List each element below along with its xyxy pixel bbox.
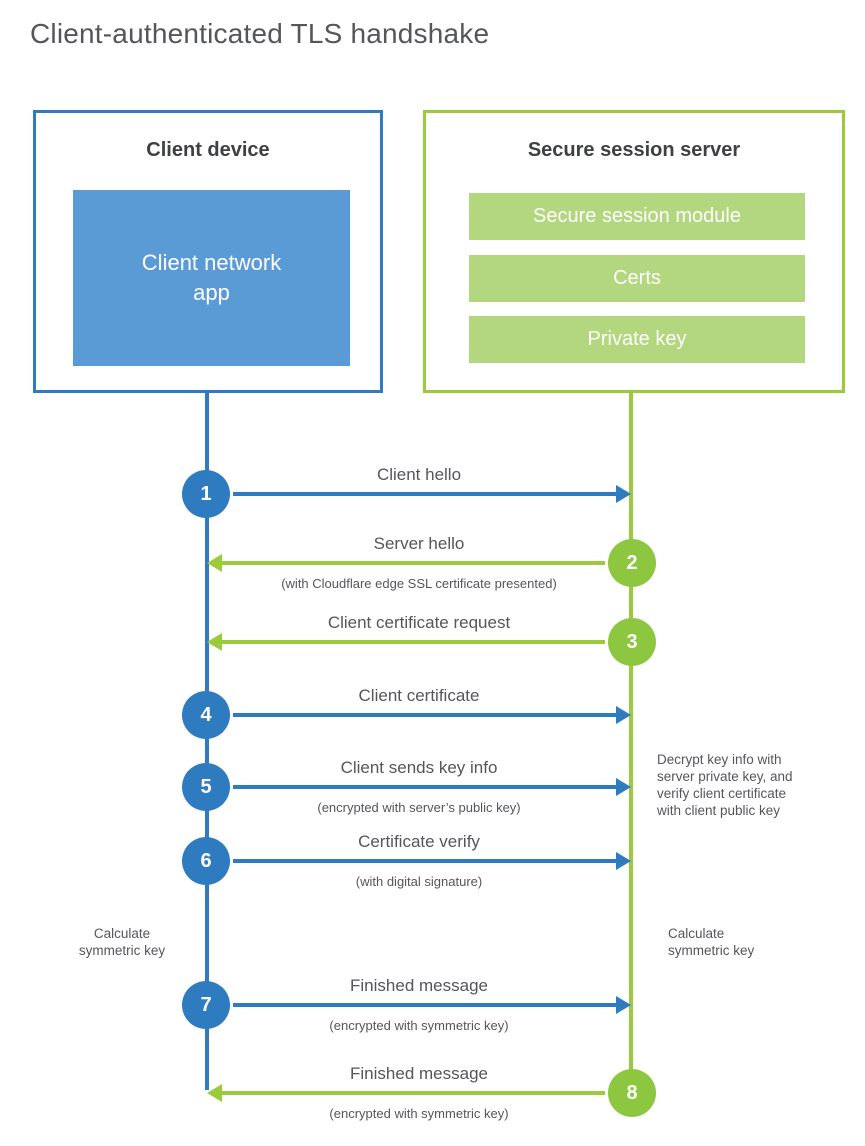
message-sublabel: (with digital signature) [355,874,483,889]
message-arrow [207,554,605,572]
client-device-box: Client device Client network app [33,110,383,393]
step-number-badge: 6 [182,837,230,885]
message-arrow [207,1084,605,1102]
message-label: Server hello [373,534,465,553]
step-number-badge: 1 [182,470,230,518]
message-label: Finished message [350,1064,488,1083]
message-arrow [233,706,631,724]
message-label: Client certificate request [327,613,511,632]
message-arrow [233,996,631,1014]
message-label: Client sends key info [340,758,498,777]
calculate-symmetric-key-client: Calculate symmetric key [78,926,166,958]
server-module-bar: Certs [469,255,805,302]
secure-session-server-title: Secure session server [527,139,741,161]
message-label: Client certificate [358,686,480,705]
arrowhead-icon [207,1084,222,1102]
message-sublabel: (encrypted with symmetric key) [329,1018,509,1033]
arrowhead-icon [616,852,631,870]
server-module-label: Private key [587,328,687,350]
server-module-label: Secure session module [533,205,741,227]
step-number-badge: 4 [182,691,230,739]
page-title: Client-authenticated TLS handshake [30,18,490,49]
step-number-badge: 2 [608,539,656,587]
message-label: Certificate verify [358,832,480,851]
arrowhead-icon [616,996,631,1014]
client-network-app-label: Client network app [141,250,282,305]
arrowhead-icon [616,778,631,796]
message-arrow [233,485,631,503]
client-device-title: Client device [146,139,270,161]
arrowhead-icon [207,633,222,651]
arrowhead-icon [207,554,222,572]
arrowhead-icon [616,485,631,503]
client-lifeline [205,393,209,1090]
message-label: Client hello [376,465,462,484]
server-module-bar: Secure session module [469,193,805,240]
secure-session-server-box: Secure session server Secure session mod… [423,110,845,393]
server-module-bar: Private key [469,316,805,363]
message-sublabel: (encrypted with server’s public key) [317,800,521,815]
step-number-badge: 5 [182,763,230,811]
step-number-badge: 8 [608,1069,656,1117]
server-module-label: Certs [613,267,661,289]
message-label: Finished message [350,976,488,995]
message-sublabel: (encrypted with symmetric key) [329,1106,509,1121]
message-sublabel: (with Cloudflare edge SSL certificate pr… [281,576,557,591]
message-arrow [207,633,605,651]
server-lifeline [629,393,633,1093]
step-number-badge: 7 [182,981,230,1029]
step-number-badge: 3 [608,618,656,666]
client-network-app-box: Client network app [73,190,350,366]
arrowhead-icon [616,706,631,724]
message-arrow [233,852,631,870]
calculate-symmetric-key-server: Calculate symmetric key [668,926,755,958]
decrypt-key-note: Decrypt key info with server private key… [657,752,793,818]
message-arrow [233,778,631,796]
